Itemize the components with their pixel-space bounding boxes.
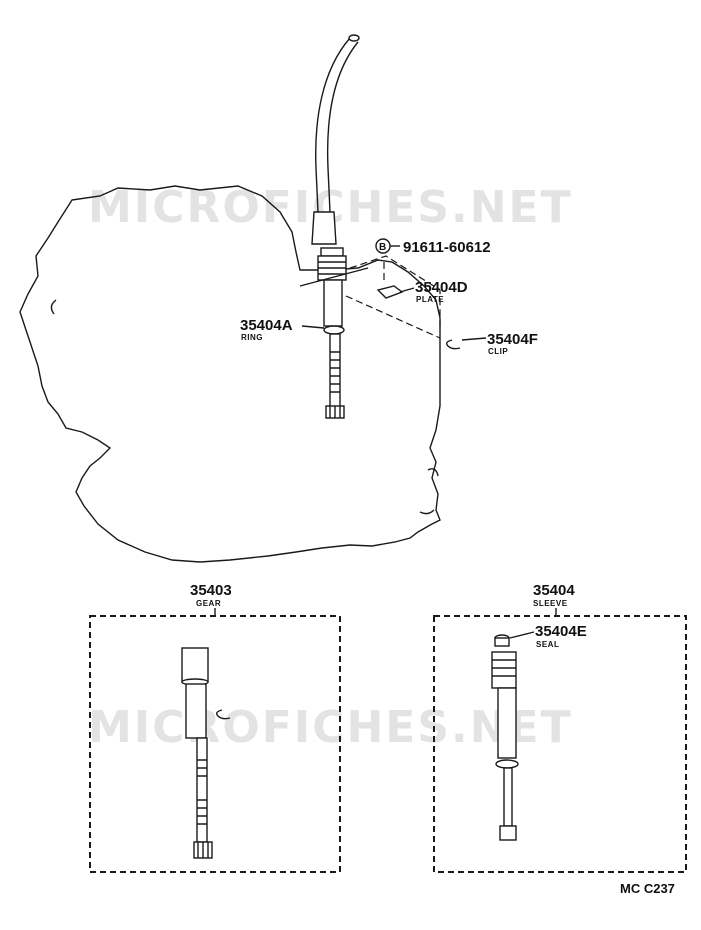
callout-clip-name: CLIP [488, 347, 508, 356]
callout-seal-part-no: 35404E [535, 623, 587, 640]
housing-detail [50, 299, 439, 515]
plate-leader [349, 255, 441, 326]
sleeve-part-ring [495, 759, 519, 769]
clip-callout-line [461, 337, 487, 341]
speedometer-cable [315, 37, 351, 213]
diagram-code: MC C237 [620, 881, 675, 896]
cable-nut [311, 211, 337, 245]
cable-tip [348, 34, 360, 42]
sleeve-body [323, 279, 343, 327]
sleeve-part-head [491, 651, 517, 689]
clip-leader [345, 295, 441, 339]
o-ring [323, 325, 345, 335]
sleeve-box-part-no: 35404 [533, 582, 575, 599]
plate-callout-line [399, 287, 415, 293]
speedometer-cable-edge [326, 41, 359, 213]
sleeve-box-name: SLEEVE [533, 599, 568, 608]
ring-callout-line [301, 325, 325, 329]
gear-shaft [196, 737, 208, 843]
sleeve-part-foot [499, 825, 517, 841]
sleeve-part-head-threads [492, 659, 516, 677]
sleeve-part-stem [503, 767, 513, 827]
gear-sleeve-body [185, 683, 207, 739]
gear-box-name: GEAR [196, 599, 221, 608]
gear-sleeve-cap [181, 647, 209, 683]
callout-clip-part-no: 35404F [487, 331, 538, 348]
callout-plate-part-no: 35404D [415, 279, 468, 296]
clip-shape [445, 339, 461, 350]
sleeve-head-threads [318, 261, 346, 275]
callout-seal-name: SEAL [536, 640, 559, 649]
gear-group-box [89, 615, 341, 873]
callout-plate-name: PLATE [416, 295, 444, 304]
seal-body [494, 637, 510, 647]
callout-ring-part-no: 35404A [240, 317, 293, 334]
transmission-housing-outline [19, 185, 441, 563]
gear-shaft-grooves [197, 759, 207, 825]
sleeve-part-body [497, 687, 517, 759]
driven-gear-shaft [329, 333, 341, 409]
plate-shape [376, 285, 404, 299]
gear-teeth [197, 842, 209, 858]
sleeve-group-box [433, 615, 687, 873]
watermark-bottom: MICROFICHES.NET [88, 702, 573, 753]
sleeve-top [320, 247, 344, 257]
shaft-grooves [330, 351, 340, 393]
callout-bolt-part-no: 91611-60612 [403, 239, 491, 256]
callout-ring-name: RING [241, 333, 263, 342]
housing-boss-arc [299, 267, 369, 287]
gear-box-part-no: 35403 [190, 582, 232, 599]
seal-callout-line [509, 631, 535, 639]
driven-gear-teeth [329, 406, 341, 418]
bolt-marker-letter: B [379, 242, 387, 253]
gear-clip-small [215, 709, 231, 720]
